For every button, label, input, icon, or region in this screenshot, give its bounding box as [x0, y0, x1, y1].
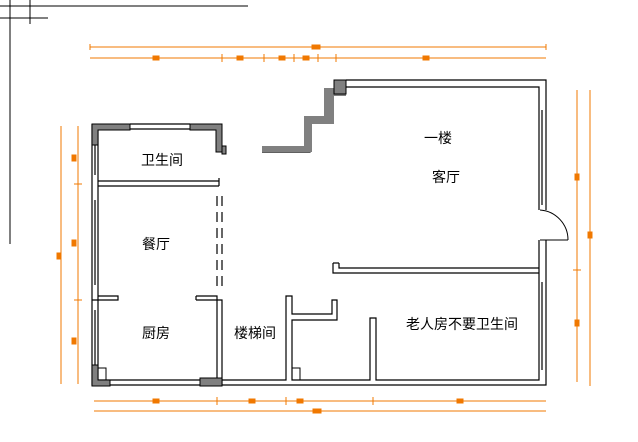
dimension-lines [56, 44, 593, 414]
room-label-kitchen: 厨房 [142, 326, 170, 342]
room-label-elder-room: 老人房不要卫生间 [406, 317, 518, 333]
columns [91, 79, 347, 387]
stair-steps [262, 88, 346, 152]
floor-title: 一楼 [424, 131, 452, 147]
room-label-dining-room: 餐厅 [142, 237, 170, 253]
room-label-living-room: 客厅 [432, 169, 460, 186]
sheet-frame [0, 0, 248, 244]
room-label-bathroom: 卫生间 [141, 153, 183, 169]
corner-marks [98, 367, 301, 380]
entrance-door [539, 209, 569, 241]
room-label-stairwell: 楼梯间 [234, 326, 276, 342]
